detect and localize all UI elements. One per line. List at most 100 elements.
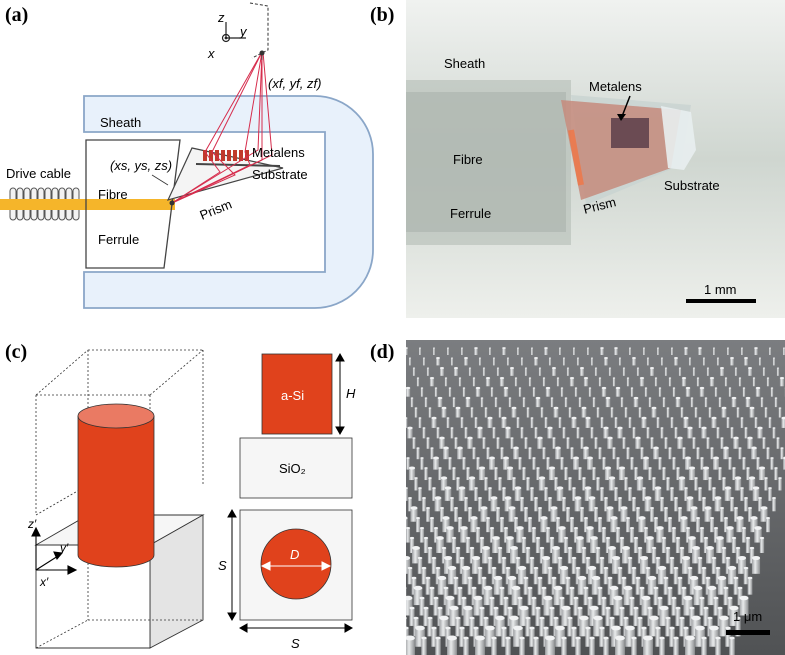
- sem-pillar: [540, 518, 548, 533]
- sem-pillar-top: [512, 477, 516, 479]
- sem-pillar: [598, 448, 602, 460]
- sem-pillar: [756, 458, 760, 470]
- sem-pillar-top: [630, 457, 634, 459]
- sem-pillar-top: [538, 367, 542, 369]
- sem-pillar-top: [534, 427, 538, 429]
- sem-pillar: [658, 388, 662, 397]
- sem-pillar: [444, 378, 448, 387]
- sem-pillar-top: [585, 416, 591, 420]
- sem-pillar: [576, 428, 580, 439]
- sem-pillar-top: [426, 507, 430, 509]
- sem-pillar: [724, 488, 732, 501]
- sem-pillar: [407, 568, 413, 585]
- sem-pillar: [406, 388, 411, 397]
- sem-pillar-top: [719, 366, 725, 370]
- sem-pillar: [758, 468, 766, 481]
- sem-pillar-top: [597, 516, 603, 520]
- sem-pillar: [592, 468, 596, 481]
- sem-pillar: [556, 378, 560, 387]
- sem-pillar: [770, 458, 774, 470]
- sem-pillar: [665, 548, 671, 564]
- sem-pillar: [736, 518, 744, 533]
- sem-pillar-top: [651, 406, 657, 410]
- pillar-body: [77, 415, 155, 568]
- sem-pillar-top: [524, 507, 528, 509]
- sem-pillar-top: [485, 516, 491, 520]
- sem-pillar: [712, 488, 716, 501]
- sem-pillar: [555, 448, 561, 460]
- sem-pillar: [451, 538, 457, 553]
- sem-pillar: [447, 348, 449, 355]
- sem-pillar-top: [515, 556, 521, 560]
- sem-pillar-top: [569, 516, 575, 520]
- sem-pillar: [781, 418, 785, 428]
- sem-pillar: [416, 378, 420, 387]
- sem-pillar: [420, 388, 424, 397]
- sem-pillar: [754, 418, 758, 428]
- sem-pillar: [770, 388, 774, 397]
- sem-pillar-top: [635, 576, 641, 580]
- sem-pillar: [682, 448, 686, 460]
- sem-pillar-top: [414, 407, 418, 409]
- sem-pillar: [571, 558, 577, 574]
- sem-pillar: [699, 388, 705, 397]
- sem-pillar-top: [545, 635, 555, 641]
- sem-pillar: [520, 358, 524, 366]
- sem-pillar: [416, 448, 420, 460]
- sem-pillar: [595, 548, 601, 564]
- sem-pillar-top: [762, 437, 766, 439]
- sem-pillar: [610, 518, 618, 533]
- sem-pillar: [726, 418, 730, 428]
- sem-pillar: [484, 408, 488, 418]
- sem-pillar-top: [699, 596, 705, 600]
- sem-pillar: [749, 548, 755, 564]
- sem-pillar-top: [758, 357, 762, 359]
- sem-pillar: [539, 618, 545, 637]
- sem-pillar-top: [499, 516, 505, 520]
- sem-pillar: [549, 538, 555, 553]
- sem-pillar-top: [441, 406, 447, 410]
- sem-pillar: [559, 348, 561, 355]
- sem-pillar-top: [531, 596, 537, 600]
- sem-pillar-top: [681, 555, 691, 561]
- sem-pillar-top: [621, 576, 627, 580]
- sem-pillar-top: [644, 496, 652, 500]
- sem-pillar-top: [537, 436, 543, 440]
- diameter-label: D: [290, 547, 299, 562]
- sem-pillar: [428, 478, 432, 491]
- sem-pillar: [579, 618, 589, 637]
- sem-pillar: [419, 348, 421, 355]
- sem-pillar-top: [571, 556, 577, 560]
- sem-pillar-top: [517, 565, 527, 571]
- sem-pillar: [708, 478, 712, 491]
- sem-pillar: [723, 448, 729, 460]
- sem-pillar: [418, 418, 422, 428]
- sem-pillar-top: [419, 526, 425, 530]
- sem-pillar-top: [760, 506, 768, 510]
- sem-pillar-top: [656, 526, 664, 530]
- sem-pillar: [489, 348, 491, 355]
- sem-pillar-top: [630, 387, 634, 389]
- sem-pillar: [482, 438, 486, 449]
- sem-pillar-top: [465, 396, 471, 400]
- sem-pillar-top: [436, 357, 440, 359]
- sem-pillar-top: [467, 576, 473, 580]
- sem-pillar-top: [420, 387, 424, 389]
- sem-pillar-top: [657, 347, 659, 349]
- sem-pillar-top: [489, 456, 495, 460]
- sem-pillar: [701, 568, 707, 585]
- sem-pillar: [666, 408, 670, 418]
- sem-pillar-top: [528, 447, 532, 449]
- sem-pillar: [505, 428, 511, 439]
- sem-pillar-top: [532, 387, 536, 389]
- sem-pillar: [714, 498, 722, 512]
- sem-pillar: [423, 608, 429, 626]
- sem-pillar: [713, 458, 719, 470]
- sem-pillar-top: [431, 556, 437, 560]
- sem-pillar-top: [532, 457, 536, 459]
- sem-pillar: [550, 508, 558, 522]
- sem-pillar: [559, 598, 565, 616]
- sem-pillar-top: [584, 486, 592, 490]
- sem-pillar-top: [483, 616, 489, 620]
- sem-pillar: [459, 628, 465, 647]
